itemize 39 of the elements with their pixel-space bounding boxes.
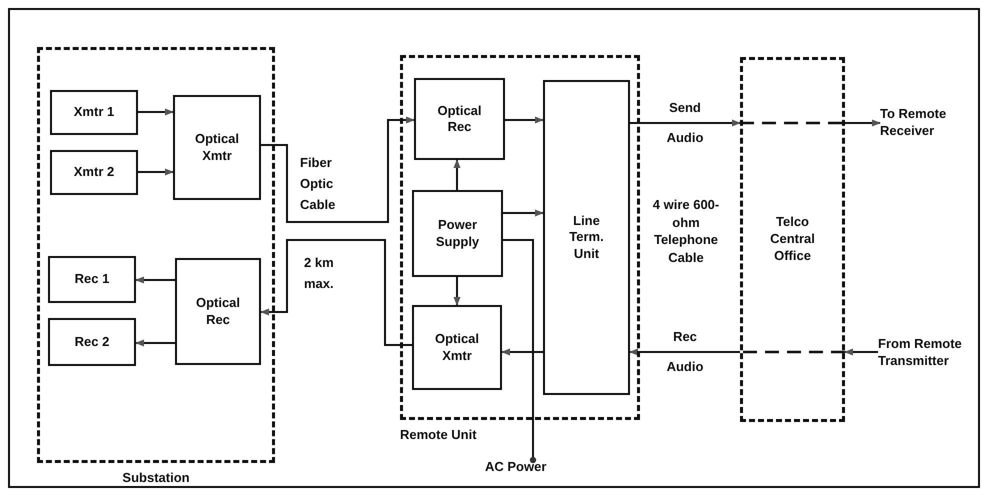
dashed-group <box>37 47 275 485</box>
arrow <box>261 116 415 223</box>
edge-label: Fiber Optic Cable <box>300 154 336 214</box>
edge-label: 2 km max. <box>304 254 335 293</box>
block-box: Optical Rec <box>414 78 505 160</box>
arrow <box>138 108 174 116</box>
arrow <box>630 119 741 127</box>
block-box: Rec 1 <box>48 256 136 303</box>
arrow <box>260 239 412 346</box>
block-box: Optical Rec <box>175 258 261 365</box>
block-box: Power Supply <box>412 190 503 277</box>
arrow <box>629 348 740 356</box>
block-box: Xmtr 1 <box>50 90 138 135</box>
terminal-label: From Remote Transmitter <box>878 323 986 383</box>
arrow <box>135 276 175 284</box>
terminal-label: AC Power <box>485 460 565 476</box>
arrow <box>505 116 544 124</box>
dashed-group <box>400 55 640 442</box>
group-label: Substation <box>122 470 190 485</box>
cable-note: 4 wire 600-ohm Telephone Cable <box>652 196 720 266</box>
block-box: Optical Xmtr <box>412 305 502 390</box>
block-box: Rec 2 <box>48 318 136 366</box>
block-box: Optical Xmtr <box>173 95 261 200</box>
arrow <box>135 339 175 347</box>
block-box: Xmtr 2 <box>50 150 138 195</box>
terminal-label: To Remote Receiver <box>880 93 980 153</box>
dashed-area: Telco Central Office <box>740 57 845 422</box>
group-label: Remote Unit <box>400 427 477 442</box>
arrow <box>845 119 881 127</box>
power-line <box>503 239 536 464</box>
edge-label: Rec Audio <box>666 328 704 376</box>
arrow <box>453 159 461 190</box>
arrow <box>453 277 461 306</box>
arrow <box>844 348 878 356</box>
arrow <box>501 348 543 356</box>
edge-label: Send Audio <box>666 99 704 147</box>
block-box: Line Term. Unit <box>543 80 630 395</box>
arrow <box>503 209 544 217</box>
arrow <box>138 168 174 176</box>
